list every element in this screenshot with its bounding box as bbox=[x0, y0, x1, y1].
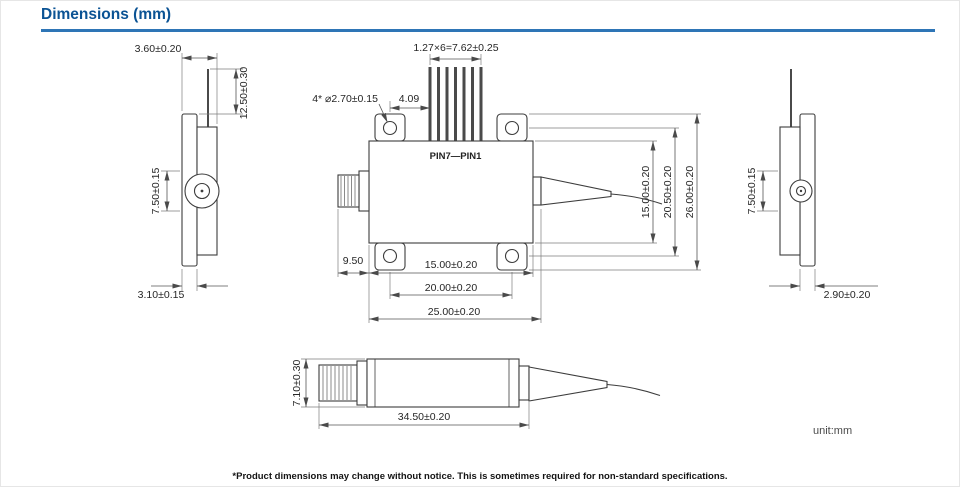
sma-connector bbox=[337, 170, 370, 212]
fiber-nose bbox=[518, 365, 661, 402]
dimension-lines bbox=[303, 359, 529, 428]
dim-depth-top-label: 3.60±0.20 bbox=[135, 43, 182, 55]
sma-connector bbox=[318, 360, 368, 406]
mounting-ear-bl bbox=[374, 242, 406, 271]
package-body bbox=[368, 140, 534, 244]
dimension-lines bbox=[760, 171, 878, 289]
extension-lines bbox=[337, 54, 701, 323]
center-mark bbox=[799, 189, 803, 193]
dim-sma-length-label: 9.50 bbox=[343, 255, 364, 267]
center-mark bbox=[200, 189, 204, 193]
dim-flange-thickness-label: 2.90±0.20 bbox=[824, 289, 871, 301]
fiber-nose bbox=[532, 176, 663, 206]
mounting-ear-br bbox=[496, 242, 528, 271]
dim-body-length-label: 15.00±0.20 bbox=[425, 259, 478, 271]
dim-body-height-label: 7.10±0.30 bbox=[291, 360, 303, 407]
package-body-profile bbox=[366, 358, 520, 408]
unit-label: unit:mm bbox=[813, 425, 852, 437]
fiber-pigtail bbox=[610, 193, 663, 205]
dim-body-width-label: 15.00±0.20 bbox=[640, 166, 652, 219]
dim-hole-span-v-label: 20.50±0.20 bbox=[662, 166, 674, 219]
dimension-lines bbox=[151, 55, 239, 289]
dim-flange-thickness-label: 3.10±0.15 bbox=[138, 289, 185, 301]
dim-boss-dia-label: 7.50±0.15 bbox=[746, 168, 758, 215]
dim-pin-length-label: 12.50±0.30 bbox=[238, 67, 250, 120]
dimension-lines bbox=[338, 56, 700, 322]
mounting-ear-tr bbox=[496, 113, 528, 142]
dim-hole-span-h-label: 20.00±0.20 bbox=[425, 282, 478, 294]
pin-leads bbox=[428, 67, 483, 141]
dim-overall-length-label: 34.50±0.20 bbox=[398, 411, 451, 423]
page-title: Dimensions (mm) bbox=[41, 6, 172, 23]
dim-hole-label: 4* ⌀2.70±0.15 bbox=[312, 93, 378, 105]
dim-boss-dia-label: 7.50±0.15 bbox=[150, 168, 162, 215]
fiber-bore bbox=[795, 185, 807, 197]
extension-lines bbox=[301, 358, 530, 429]
mounting-ear-tl bbox=[374, 113, 406, 142]
left-end-view: 3.60±0.20 12.50±0.30 7.50±0.15 3.10±0.15 bbox=[135, 43, 250, 301]
pin-row-label: PIN7—PIN1 bbox=[430, 151, 482, 162]
dim-pin-pitch-label: 1.27×6=7.62±0.25 bbox=[413, 42, 498, 54]
hole-leader-line bbox=[378, 103, 388, 123]
right-end-view: 7.50±0.15 2.90±0.20 bbox=[746, 69, 878, 301]
mounting-holes bbox=[382, 120, 520, 264]
title-divider bbox=[41, 29, 935, 32]
dim-overall-width-label: 26.00±0.20 bbox=[684, 166, 696, 219]
footnote: *Product dimensions may change without n… bbox=[232, 471, 728, 482]
dim-pin-offset-label: 4.09 bbox=[399, 93, 420, 105]
fiber-pigtail bbox=[606, 384, 661, 396]
dim-overall-length-label: 25.00±0.20 bbox=[428, 306, 481, 318]
technical-drawing: 3.60±0.20 12.50±0.30 7.50±0.15 3.10±0.15 bbox=[135, 42, 878, 437]
side-view: 7.10±0.30 34.50±0.20 bbox=[291, 358, 661, 429]
connector-bore bbox=[193, 182, 211, 200]
thread-hatching bbox=[340, 176, 356, 206]
thread-hatching bbox=[322, 366, 352, 400]
top-view: PIN7—PIN1 bbox=[312, 42, 701, 323]
